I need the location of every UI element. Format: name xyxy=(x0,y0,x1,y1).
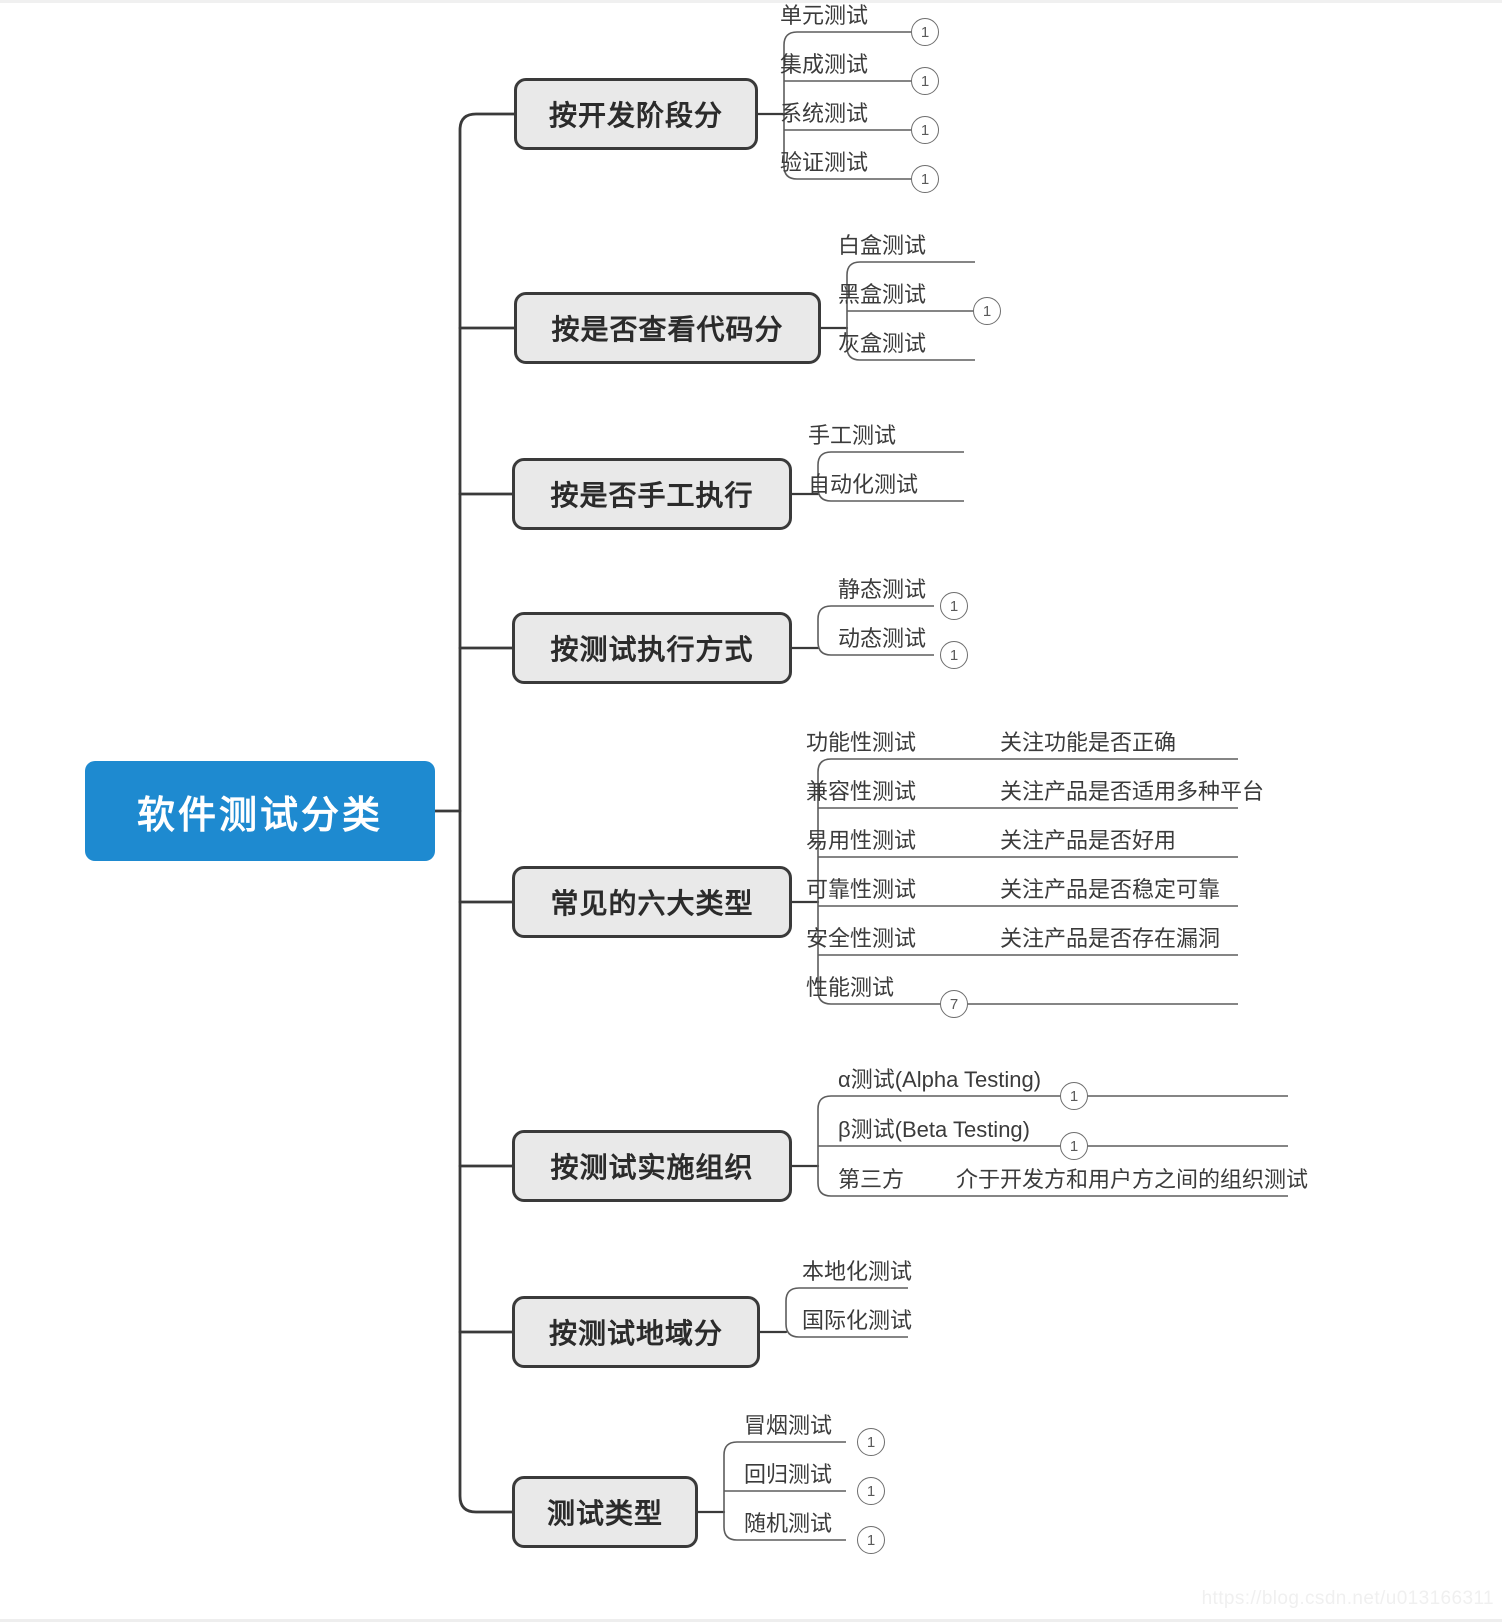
leaf-label[interactable]: 兼容性测试 xyxy=(806,779,917,804)
branch-node-6[interactable]: 按测试实施组织 xyxy=(512,1130,792,1202)
branch-node-1[interactable]: 按开发阶段分 xyxy=(514,78,758,150)
leaf-count-badge[interactable]: 1 xyxy=(1060,1132,1088,1160)
leaf-count-badge[interactable]: 1 xyxy=(857,1477,885,1505)
leaf-label[interactable]: 动态测试 xyxy=(838,626,927,651)
leaf-label[interactable]: 冒烟测试 xyxy=(744,1413,833,1438)
leaf-label[interactable]: 第三方 xyxy=(838,1167,905,1192)
leaf-description: 关注产品是否存在漏洞 xyxy=(1000,926,1221,951)
leaf-label[interactable]: 性能测试 xyxy=(806,975,895,1000)
leaf-label[interactable]: 功能性测试 xyxy=(806,730,917,755)
leaf-label[interactable]: 验证测试 xyxy=(780,150,869,175)
leaf-label[interactable]: 随机测试 xyxy=(744,1511,833,1536)
leaf-label[interactable]: 系统测试 xyxy=(780,101,869,126)
leaf-label[interactable]: 自动化测试 xyxy=(808,472,919,497)
branch-node-5[interactable]: 常见的六大类型 xyxy=(512,866,792,938)
leaf-description: 关注产品是否适用多种平台 xyxy=(1000,779,1265,804)
leaf-label[interactable]: 安全性测试 xyxy=(806,926,917,951)
branch-node-7[interactable]: 按测试地域分 xyxy=(512,1296,760,1368)
leaf-count-badge[interactable]: 1 xyxy=(940,641,968,669)
bottom-divider xyxy=(0,1619,1502,1622)
leaf-label[interactable]: 集成测试 xyxy=(780,52,869,77)
leaf-count-badge[interactable]: 1 xyxy=(857,1428,885,1456)
leaf-count-badge[interactable]: 7 xyxy=(940,990,968,1018)
leaf-label[interactable]: 可靠性测试 xyxy=(806,877,917,902)
top-divider xyxy=(0,0,1502,3)
leaf-description: 关注产品是否好用 xyxy=(1000,828,1177,853)
leaf-count-badge[interactable]: 1 xyxy=(911,67,939,95)
leaf-description: 关注功能是否正确 xyxy=(1000,730,1177,755)
branch-node-3[interactable]: 按是否手工执行 xyxy=(512,458,792,530)
leaf-count-badge[interactable]: 1 xyxy=(911,116,939,144)
leaf-label[interactable]: 国际化测试 xyxy=(802,1308,913,1333)
leaf-description: 关注产品是否稳定可靠 xyxy=(1000,877,1221,902)
leaf-label[interactable]: 回归测试 xyxy=(744,1462,833,1487)
leaf-label[interactable]: 单元测试 xyxy=(780,3,869,28)
watermark: https://blog.csdn.net/u013166311 xyxy=(1201,1588,1494,1609)
leaf-count-badge[interactable]: 1 xyxy=(1060,1082,1088,1110)
leaf-label[interactable]: 灰盒测试 xyxy=(838,331,927,356)
leaf-label[interactable]: β测试(Beta Testing) xyxy=(838,1117,1030,1142)
leaf-count-badge[interactable]: 1 xyxy=(973,297,1001,325)
leaf-count-badge[interactable]: 1 xyxy=(940,592,968,620)
leaf-count-badge[interactable]: 1 xyxy=(857,1526,885,1554)
branch-node-8[interactable]: 测试类型 xyxy=(512,1476,698,1548)
leaf-label[interactable]: 白盒测试 xyxy=(838,233,927,258)
leaf-count-badge[interactable]: 1 xyxy=(911,165,939,193)
branch-node-2[interactable]: 按是否查看代码分 xyxy=(514,292,821,364)
leaf-label[interactable]: 黑盒测试 xyxy=(838,282,927,307)
leaf-label[interactable]: 手工测试 xyxy=(808,423,897,448)
leaf-description: 介于开发方和用户方之间的组织测试 xyxy=(956,1167,1309,1192)
leaf-label[interactable]: 易用性测试 xyxy=(806,828,917,853)
leaf-label[interactable]: 静态测试 xyxy=(838,577,927,602)
root-node[interactable]: 软件测试分类 xyxy=(85,761,435,861)
leaf-label[interactable]: 本地化测试 xyxy=(802,1259,913,1284)
branch-node-4[interactable]: 按测试执行方式 xyxy=(512,612,792,684)
leaf-label[interactable]: α测试(Alpha Testing) xyxy=(838,1067,1042,1092)
leaf-count-badge[interactable]: 1 xyxy=(911,18,939,46)
